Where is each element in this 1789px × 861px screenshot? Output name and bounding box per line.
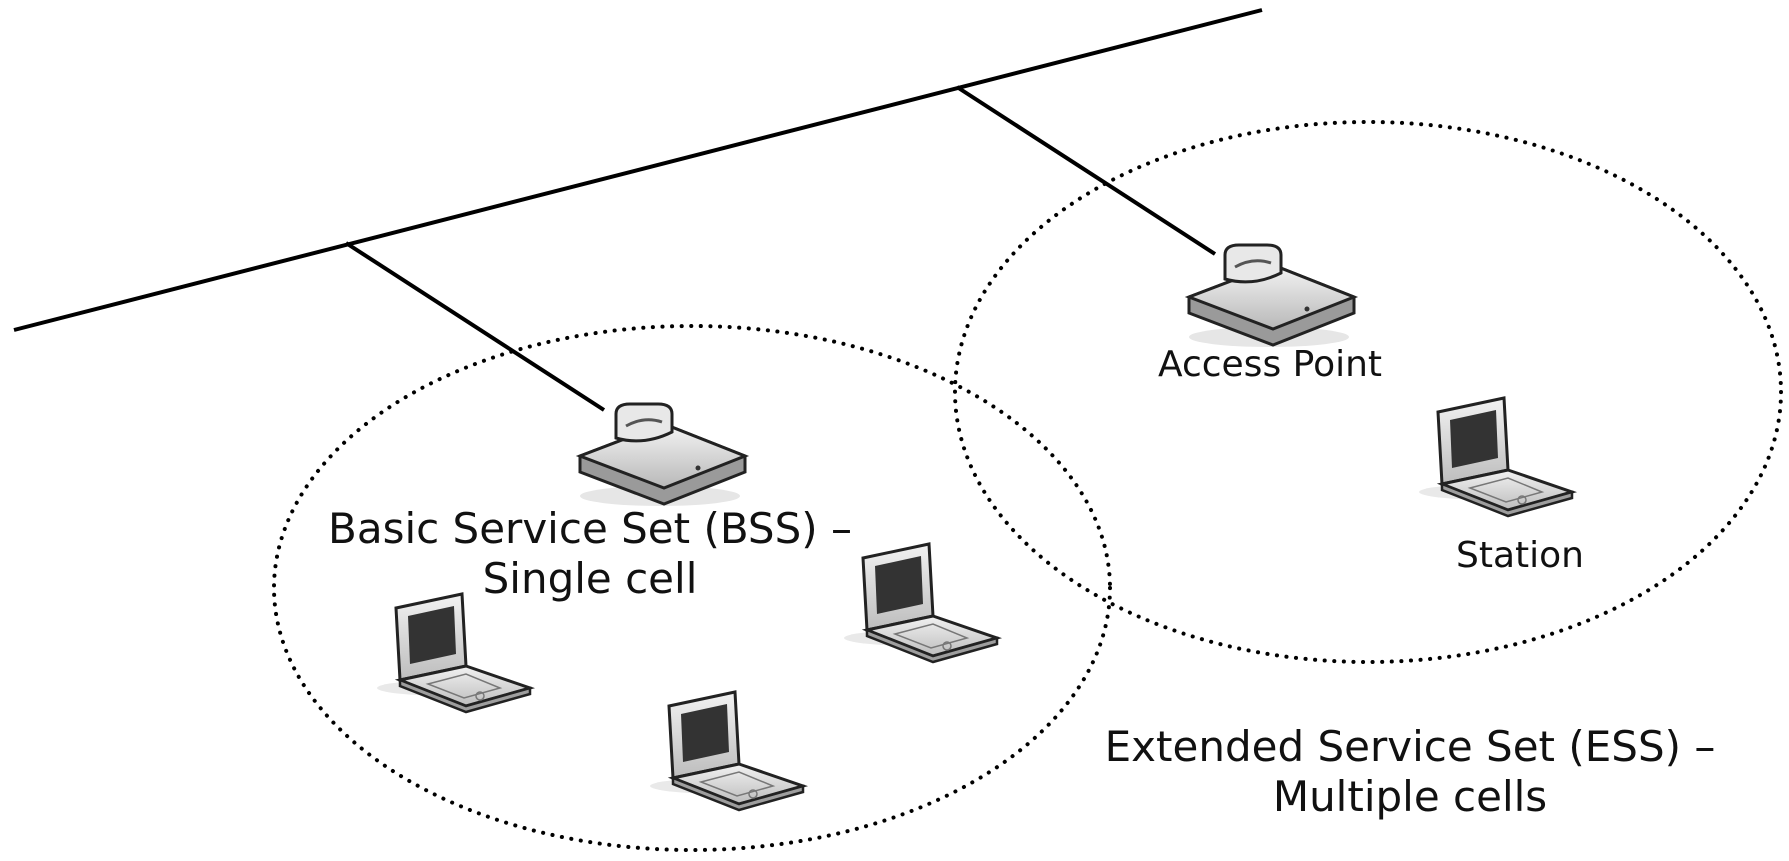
laptop-icon (375, 592, 532, 714)
ess-label-line1: Extended Service Set (ESS) – (1104, 722, 1716, 771)
bss-label-line1: Basic Service Set (BSS) – (328, 504, 852, 553)
ess-uplink-line (955, 85, 1217, 256)
bss-label: Basic Service Set (BSS) – Single cell (300, 504, 880, 605)
laptop-icon (1417, 396, 1574, 518)
ess-label-line2: Multiple cells (1272, 772, 1548, 822)
backbone-line (13, 8, 1263, 332)
ess-second-cell-boundary (953, 120, 1783, 664)
access-point-icon (578, 402, 747, 508)
station-label: Station (1456, 535, 1584, 576)
laptop-icon (648, 690, 805, 812)
ess-label: Extended Service Set (ESS) – Multiple ce… (1060, 722, 1760, 823)
bss-uplink-line (344, 241, 606, 412)
bss-label-line2: Single cell (482, 554, 698, 604)
access-point-icon (1187, 243, 1356, 349)
access-point-label: Access Point (1157, 344, 1383, 385)
bss-cell-boundary (272, 324, 1112, 852)
